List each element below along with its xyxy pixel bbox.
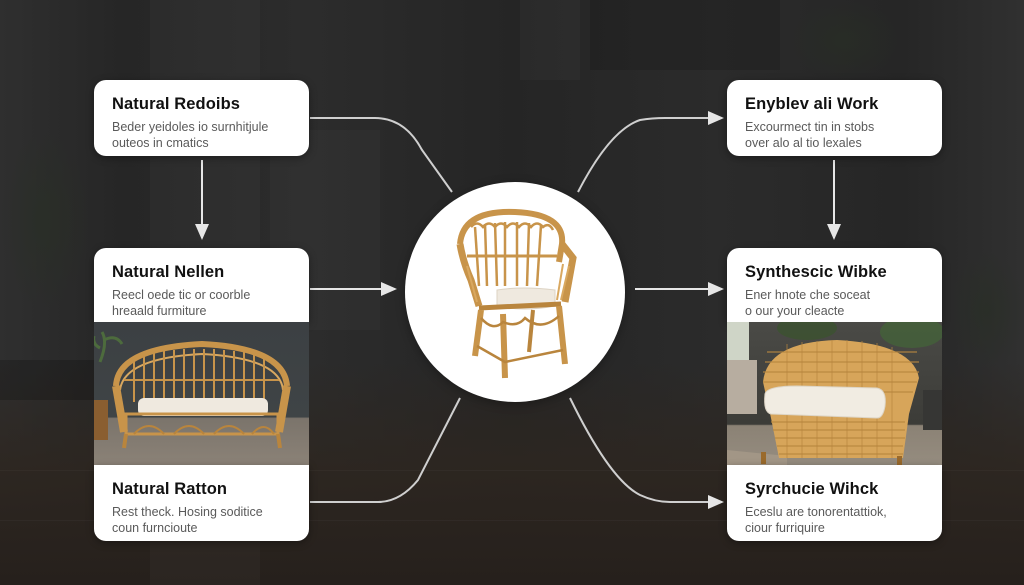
card-title: Natural Ratton [112, 480, 228, 498]
rattan-loveseat-image [94, 322, 309, 468]
wicker-loveseat-illustration [727, 322, 942, 468]
desc-line: Eceslu are tonorentattiok, [745, 505, 887, 519]
card-description: Rest theck. Hosing soditice coun furncio… [112, 504, 291, 536]
desc-line: Reecl oede tic or coorble [112, 288, 251, 302]
card-description: Ener hnote che soceat o our your cleacte [745, 287, 924, 319]
card-natural-ratton: Natural Ratton Rest theck. Hosing soditi… [94, 465, 309, 541]
desc-line: Rest theck. Hosing soditice [112, 505, 263, 519]
card-description: Beder yeidoles io surnhitjule outeos in … [112, 119, 291, 151]
bg-picture-frame [520, 0, 580, 80]
card-natural-nellen: Natural Nellen Reecl oede tic or coorble… [94, 248, 309, 322]
desc-line: coun furncioute [112, 521, 198, 535]
desc-line: over alo al tio lexales [745, 136, 862, 150]
card-title: Natural Nellen [112, 263, 225, 281]
bg-cabinet [0, 360, 95, 400]
desc-line: outeos in cmatics [112, 136, 209, 150]
card-synthescic-wibke: Synthescic Wibke Ener hnote che soceat o… [727, 248, 942, 322]
bg-plant-right [950, 250, 1024, 370]
card-description: Reecl oede tic or coorble hreaald furmit… [112, 287, 291, 319]
card-description: Eceslu are tonorentattiok, ciour furriqu… [745, 504, 924, 536]
card-title: Natural Redoibs [112, 95, 241, 113]
desc-line: ciour furriquire [745, 521, 825, 535]
card-title: Syrchucie Wihck [745, 480, 879, 498]
desc-line: Excourmect tin in stobs [745, 120, 875, 134]
wicker-loveseat-image [727, 322, 942, 468]
desc-line: Beder yeidoles io surnhitjule [112, 120, 269, 134]
bg-plant-top-right [790, 0, 900, 80]
rattan-armchair-illustration [456, 208, 577, 379]
card-enyblev-ali-work: Enyblev ali Work Excourmect tin in stobs… [727, 80, 942, 156]
card-natural-redoibs: Natural Redoibs Beder yeidoles io surnhi… [94, 80, 309, 156]
card-syrchucie-wihck: Syrchucie Wihck Eceslu are tonorentattio… [727, 465, 942, 541]
desc-line: hreaald furmiture [112, 304, 207, 318]
desc-line: Ener hnote che soceat [745, 288, 871, 302]
center-rattan-chair-hub [405, 182, 625, 402]
loveseat-illustration [94, 331, 291, 449]
card-title: Enyblev ali Work [745, 95, 879, 113]
card-description: Excourmect tin in stobs over alo al tio … [745, 119, 924, 151]
bg-plant-left [0, 130, 90, 310]
card-title: Synthescic Wibke [745, 263, 887, 281]
bg-tv [590, 0, 780, 70]
desc-line: o our your cleacte [745, 304, 845, 318]
